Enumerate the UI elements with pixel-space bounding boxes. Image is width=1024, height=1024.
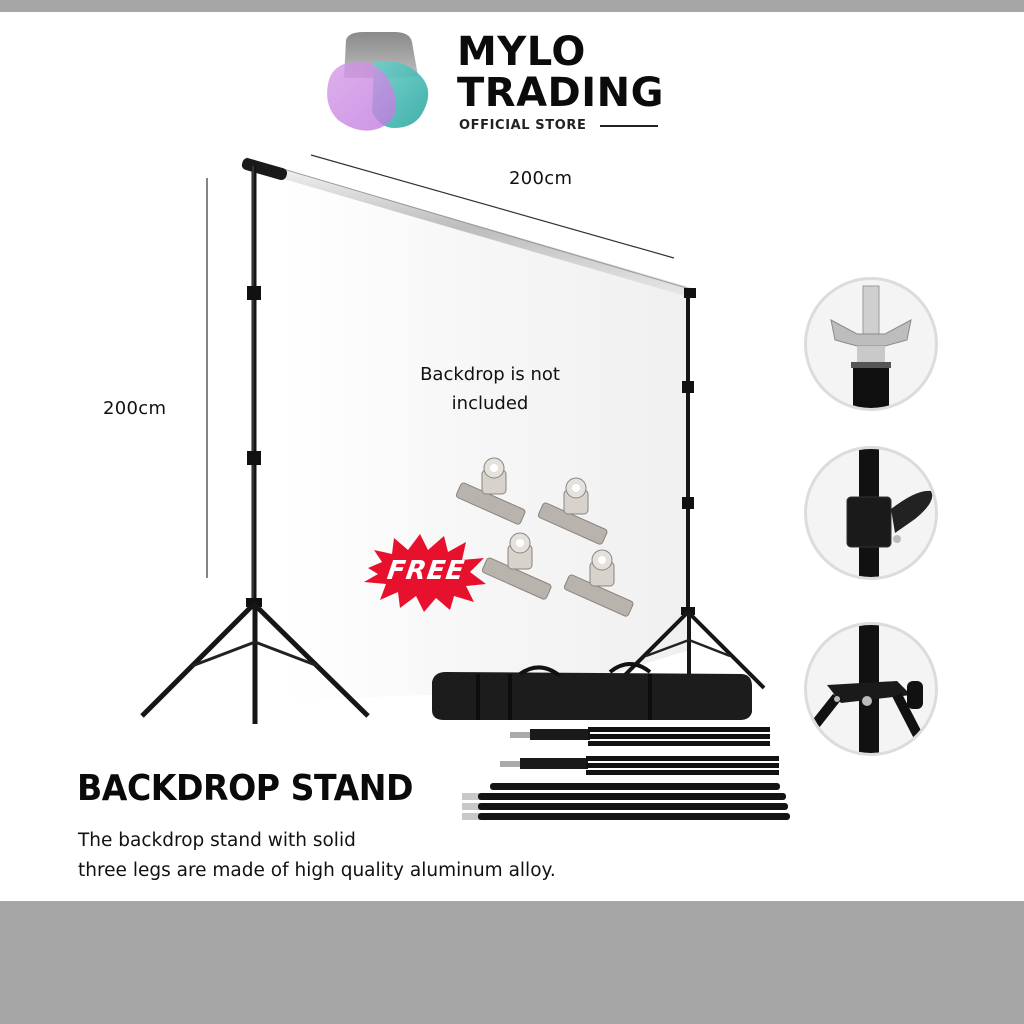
brand-tagline-row: OFFICIAL STORE: [459, 118, 659, 133]
logo-mark-icon: [327, 32, 429, 131]
note-line2: included: [451, 393, 529, 414]
tagline-rule: [600, 124, 659, 127]
bottom-gray-band: [0, 901, 1024, 1024]
starburst-icon: [364, 534, 486, 612]
note-line1: Backdrop is not: [420, 364, 560, 385]
detail-view-height-lock: [804, 446, 938, 580]
backdrop-not-included-note: Backdrop is not included: [380, 360, 600, 418]
free-badge-text: FREE: [385, 556, 467, 586]
product-title: BACKDROP STAND: [77, 768, 414, 809]
description-line1: The backdrop stand with solid: [78, 830, 356, 851]
brand-name: MYLO TRADING: [457, 32, 664, 114]
clamp-icon: [455, 457, 634, 617]
wing-nut-icon: [830, 285, 912, 408]
free-badge: FREE: [360, 532, 490, 612]
detail-view-tripod-joint: [804, 622, 938, 756]
description-line2: three legs are made of high quality alum…: [78, 860, 556, 881]
detail-view-wing-nut: [804, 277, 938, 411]
brand-logo: MYLO TRADING OFFICIAL STORE: [324, 32, 684, 142]
brand-name-line1: MYLO: [457, 29, 586, 75]
width-dimension-label: 200cm: [509, 168, 573, 189]
lock-clamp-icon: [846, 449, 933, 577]
brand-tagline: OFFICIAL STORE: [459, 118, 587, 133]
tripod-joint-icon: [807, 625, 932, 753]
brand-name-line2: TRADING: [457, 70, 664, 116]
top-gray-band: [0, 0, 1024, 12]
product-description: The backdrop stand with solid three legs…: [78, 826, 556, 886]
height-dimension-label: 200cm: [103, 398, 167, 419]
